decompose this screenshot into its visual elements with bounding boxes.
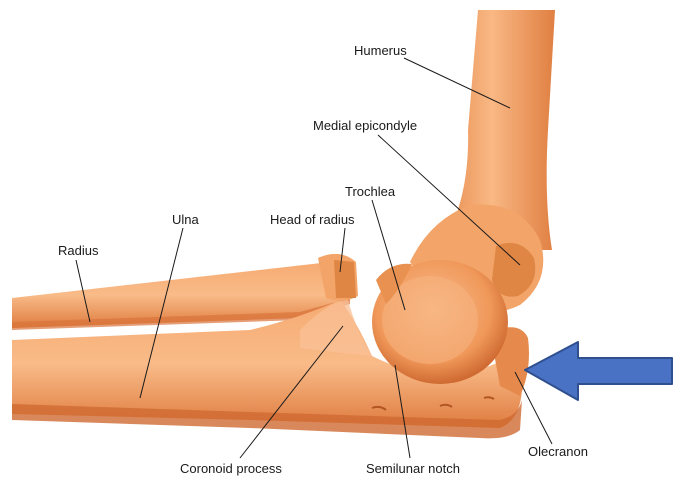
arrow-left-icon bbox=[525, 342, 672, 400]
label-radius: Radius bbox=[58, 244, 98, 258]
label-ulna: Ulna bbox=[172, 213, 199, 227]
label-head-of-radius: Head of radius bbox=[270, 213, 355, 227]
label-olecranon: Olecranon bbox=[528, 445, 588, 459]
label-medial-epicondyle: Medial epicondyle bbox=[313, 119, 417, 133]
label-semilunar-notch: Semilunar notch bbox=[366, 462, 460, 476]
label-trochlea: Trochlea bbox=[345, 185, 395, 199]
trochlea-bone bbox=[372, 260, 508, 384]
label-humerus: Humerus bbox=[354, 44, 407, 58]
label-coronoid-process: Coronoid process bbox=[180, 462, 282, 476]
